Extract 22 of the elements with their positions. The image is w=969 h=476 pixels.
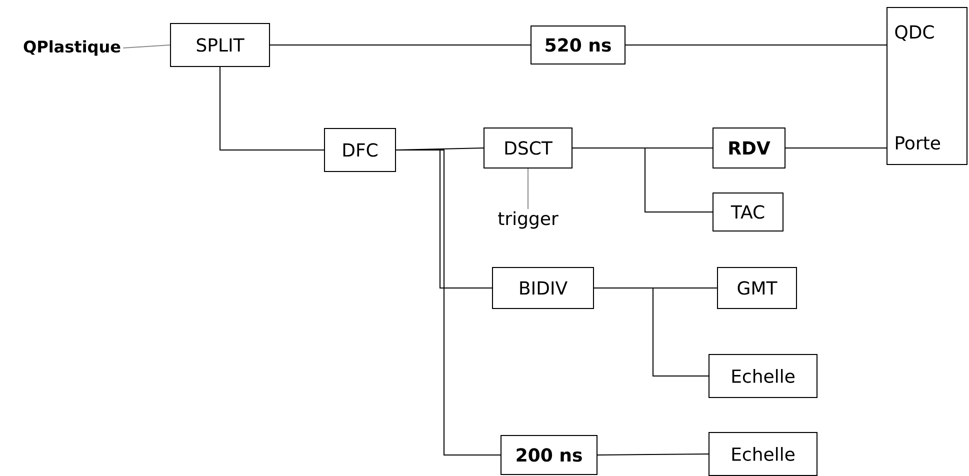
connection-line [270, 44, 531, 46]
signal-label: QPlastique [24, 40, 120, 56]
process-box: GMT [717, 267, 797, 309]
connection-line [572, 148, 713, 212]
process-box: DSCT [484, 128, 572, 168]
process-box: 520 ns [530, 26, 626, 64]
process-box: BIDIV [492, 267, 594, 309]
process-box: RDV [712, 128, 786, 168]
connection-line [396, 150, 501, 456]
trigger-label: trigger [498, 211, 558, 229]
process-box: Echelle [708, 432, 818, 476]
process-box: DFC [324, 128, 396, 172]
connection-line [594, 288, 709, 376]
connection-line [220, 66, 324, 150]
process-box: Echelle [708, 354, 818, 398]
connection-line [122, 44, 170, 48]
process-box: SPLIT [170, 23, 270, 67]
process-box: TAC [712, 192, 784, 232]
module-box: QDC Porte [886, 7, 968, 165]
connection-line [597, 453, 709, 456]
connection-line [625, 44, 887, 46]
process-box: 200 ns [500, 434, 598, 475]
